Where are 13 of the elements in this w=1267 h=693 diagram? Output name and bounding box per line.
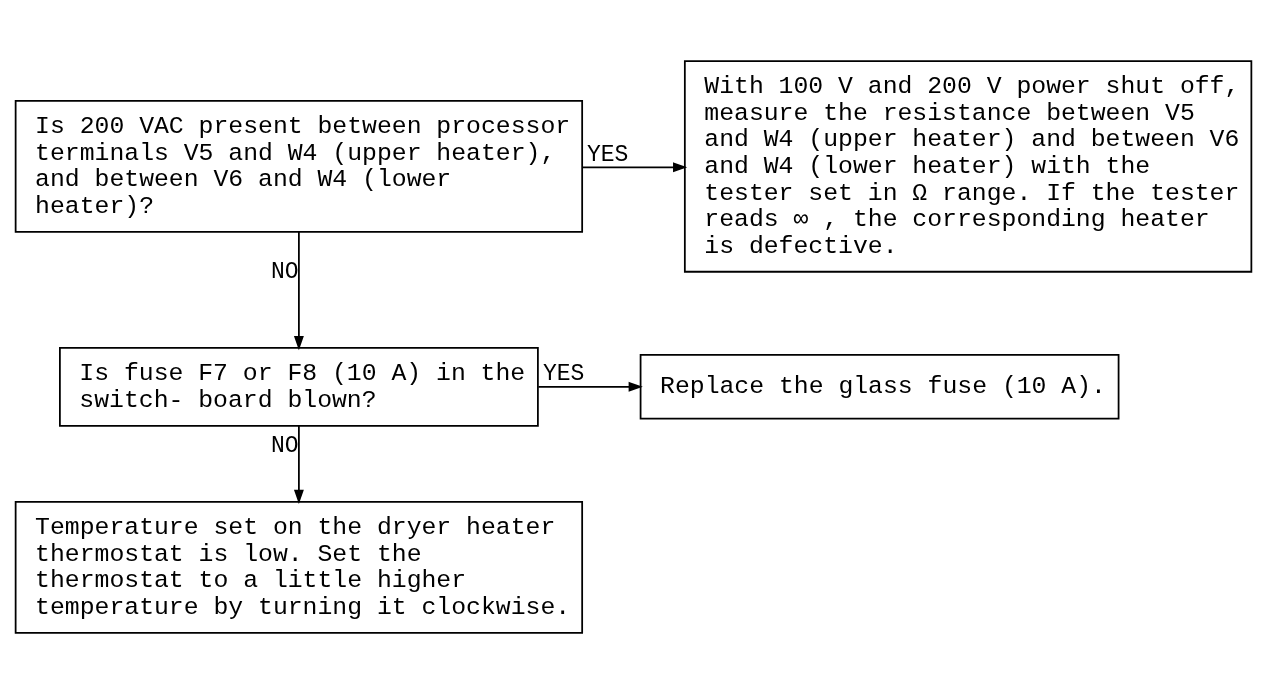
edge-label: NO bbox=[270, 432, 299, 459]
node-box: Is 200 VAC present between processor terminals V5 and W4 (upper heater), and between V6 and W4 (lower heater)? bbox=[14, 99, 584, 233]
node-box: With 100 V and 200 V power shut off, measure the resistance between V5 and W4 (upper heater) and between V6 and W4 (lower heater) with the tester set in Ω range. If the tester reads ∞ , the corresponding heater is defective. bbox=[683, 59, 1253, 273]
edge-label: YES bbox=[542, 360, 585, 387]
arrow bbox=[293, 424, 304, 504]
arrow bbox=[293, 230, 304, 350]
edge-label: NO bbox=[270, 258, 299, 285]
node-box: Replace the glass fuse (10 A). bbox=[639, 353, 1120, 420]
node-box: Is fuse F7 or F8 (10 A) in the switch- board blown? bbox=[59, 346, 539, 427]
edge-label: YES bbox=[586, 141, 629, 168]
arrow bbox=[537, 381, 643, 392]
arrow bbox=[581, 161, 688, 172]
node-box: Temperature set on the dryer heater thermostat is low. Set the thermostat to a little higher temperature by turning it clockwise. bbox=[14, 500, 584, 634]
